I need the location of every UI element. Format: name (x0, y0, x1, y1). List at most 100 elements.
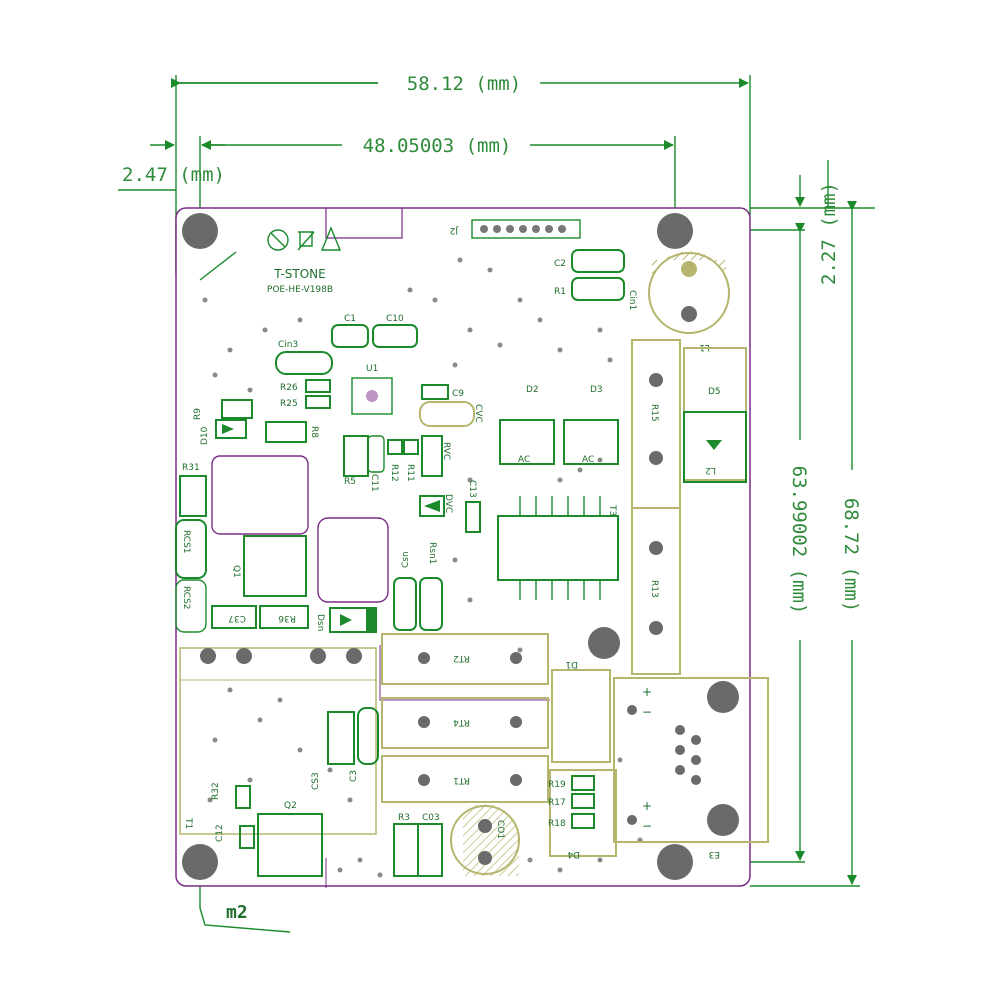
d10-label: D10 (200, 426, 210, 445)
ac2-label: AC (582, 455, 594, 465)
mosfet-pad (317, 517, 389, 603)
cin1-label: Cin1 (627, 290, 637, 310)
r3-label: R3 (398, 813, 410, 823)
rvc-part (421, 435, 443, 477)
q1-transistor (243, 535, 307, 597)
r12-label: R12 (389, 464, 399, 482)
c2-label: C2 (554, 259, 566, 269)
minus1-label: − (642, 705, 652, 719)
u1-label: U1 (366, 364, 378, 374)
c37-label: C37 (228, 613, 246, 623)
r12-part (387, 439, 403, 455)
dim-left-offset: 2.47 (mm) (122, 164, 225, 186)
r9-label: R9 (193, 408, 203, 420)
r36-label: R36 (278, 613, 296, 623)
r13-label: R13 (649, 580, 659, 598)
cin1-capacitor (648, 251, 730, 334)
cs3-part (327, 711, 355, 765)
c9-label: C9 (452, 389, 464, 399)
d4-part (549, 769, 617, 857)
r25-part (305, 395, 331, 409)
c11-part (367, 435, 385, 473)
c37-part (211, 605, 257, 629)
l2-part (683, 411, 747, 483)
d10-part (215, 419, 247, 439)
r32-part (235, 785, 251, 809)
rsn1-part (419, 577, 443, 631)
l2-label: L2 (705, 465, 716, 475)
j2-label: J2 (450, 225, 459, 235)
u1-chip (351, 377, 393, 415)
d1-part (551, 669, 611, 763)
t1-block (179, 647, 377, 835)
c3-label: C3 (349, 770, 359, 782)
dim-top-width: 58.12 (mm) (407, 73, 521, 95)
q1-heatpad (211, 455, 309, 535)
vias (202, 257, 643, 878)
r11-label: R11 (405, 464, 415, 482)
q2-transistor (257, 813, 323, 877)
r9-part (221, 399, 253, 419)
mount-hole-label: m2 (226, 902, 248, 923)
minus2-label: − (642, 819, 652, 833)
q2-label: Q2 (284, 801, 297, 811)
c9-part (421, 384, 449, 400)
dvc-part (419, 495, 445, 517)
t1-label: T1 (183, 817, 193, 829)
d2-bridge (499, 419, 555, 465)
rt2-part (381, 633, 549, 685)
r19-label: R19 (548, 780, 566, 790)
r5-label: R5 (344, 477, 356, 487)
dim-hole-vertical: 63.99002 (mm) (788, 466, 810, 615)
board-model: POE-HE-V198B (267, 285, 333, 295)
rt4-label: RT4 (453, 717, 470, 727)
rcs1-part (175, 519, 207, 579)
c1-part (331, 324, 369, 348)
r1-part (571, 277, 625, 301)
r32-label: R32 (211, 782, 221, 800)
cin3-part (275, 351, 333, 375)
r26-part (305, 379, 331, 393)
csn-part (393, 577, 417, 631)
cvc-part (419, 401, 475, 427)
t3-label: T3 (607, 504, 617, 516)
c11-label: C11 (369, 474, 379, 492)
csn-label: Csn (401, 551, 411, 568)
rvc-label: RVC (441, 442, 451, 460)
r19-part (571, 775, 595, 791)
cin3-label: Cin3 (278, 340, 298, 350)
r31-label: R31 (182, 463, 200, 473)
r18-part (571, 813, 595, 829)
rt4-part (381, 697, 549, 749)
j2-header (471, 219, 581, 239)
r26-label: R26 (280, 383, 298, 393)
r8-part (265, 421, 307, 443)
dim-top-offset: 2.27 (mm) (818, 182, 840, 285)
dim-total-height: 68.72 (mm) (840, 498, 862, 612)
c13-label: C13 (467, 480, 477, 498)
mounting-holes (182, 213, 739, 880)
d5-label: D5 (708, 387, 721, 397)
rt1-label: RT1 (453, 775, 470, 785)
rcs2-part (175, 579, 207, 633)
r25-label: R25 (280, 399, 298, 409)
rcs2-label: RCS2 (181, 586, 191, 610)
dvc-label: DVC (443, 494, 453, 513)
c12-label: C12 (215, 824, 225, 842)
dsn-label: Dsn (315, 614, 325, 631)
d3-label: D3 (590, 385, 603, 395)
board-brand: T-STONE (273, 267, 326, 281)
r31-part (179, 475, 207, 517)
cs3-label: CS3 (311, 772, 321, 790)
c10-part (372, 324, 418, 348)
r1-label: R1 (554, 287, 566, 297)
d3-bridge (563, 419, 619, 465)
d4-label: D4 (567, 849, 580, 859)
rcs1-label: RCS1 (181, 530, 191, 554)
c1-label: C1 (344, 314, 356, 324)
r11-part (403, 439, 419, 455)
c10-label: C10 (386, 314, 404, 324)
r15-label: R15 (649, 404, 659, 422)
r17-part (571, 793, 595, 809)
